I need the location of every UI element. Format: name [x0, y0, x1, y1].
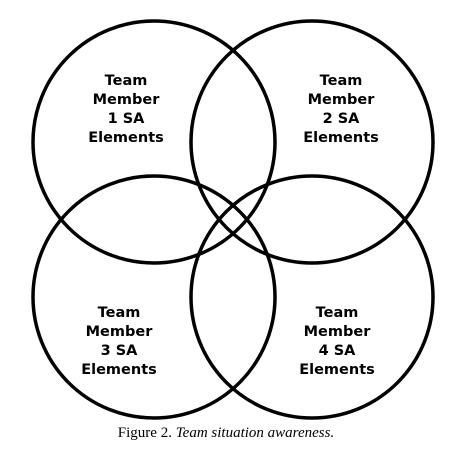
caption-title: Team situation awareness. — [175, 425, 335, 441]
member-1-line-2: Member — [93, 92, 161, 108]
member-1-label: Team Member 1 SA Elements — [88, 73, 164, 146]
member-2-line-2: Member — [308, 92, 376, 108]
member-3-line-4: Elements — [81, 362, 157, 378]
member-4-line-3: 4 SA — [319, 343, 357, 359]
member-1-circle — [31, 19, 277, 265]
member-3-line-3: 3 SA — [101, 343, 139, 359]
member-3-label: Team Member 3 SA Elements — [81, 305, 157, 378]
member-3-line-2: Member — [86, 324, 154, 340]
member-4-line-1: Team — [316, 305, 359, 321]
member-4-line-4: Elements — [299, 362, 375, 378]
caption-prefix: Figure 2. — [117, 425, 172, 441]
member-2-line-1: Team — [320, 73, 363, 89]
member-2-line-3: 2 SA — [323, 111, 361, 127]
member-4-label: Team Member 4 SA Elements — [299, 305, 375, 378]
member-4-line-2: Member — [304, 324, 372, 340]
member-4-circle — [189, 174, 435, 420]
member-3-line-1: Team — [98, 305, 141, 321]
member-1-line-1: Team — [105, 73, 148, 89]
member-2-line-4: Elements — [303, 130, 379, 146]
member-2-label: Team Member 2 SA Elements — [303, 73, 379, 146]
member-1-line-3: 1 SA — [108, 111, 146, 127]
member-1-line-4: Elements — [88, 130, 164, 146]
member-3-circle — [31, 174, 277, 420]
figure-caption: Figure 2. Team situation awareness. — [0, 425, 452, 442]
member-2-circle — [189, 19, 435, 265]
